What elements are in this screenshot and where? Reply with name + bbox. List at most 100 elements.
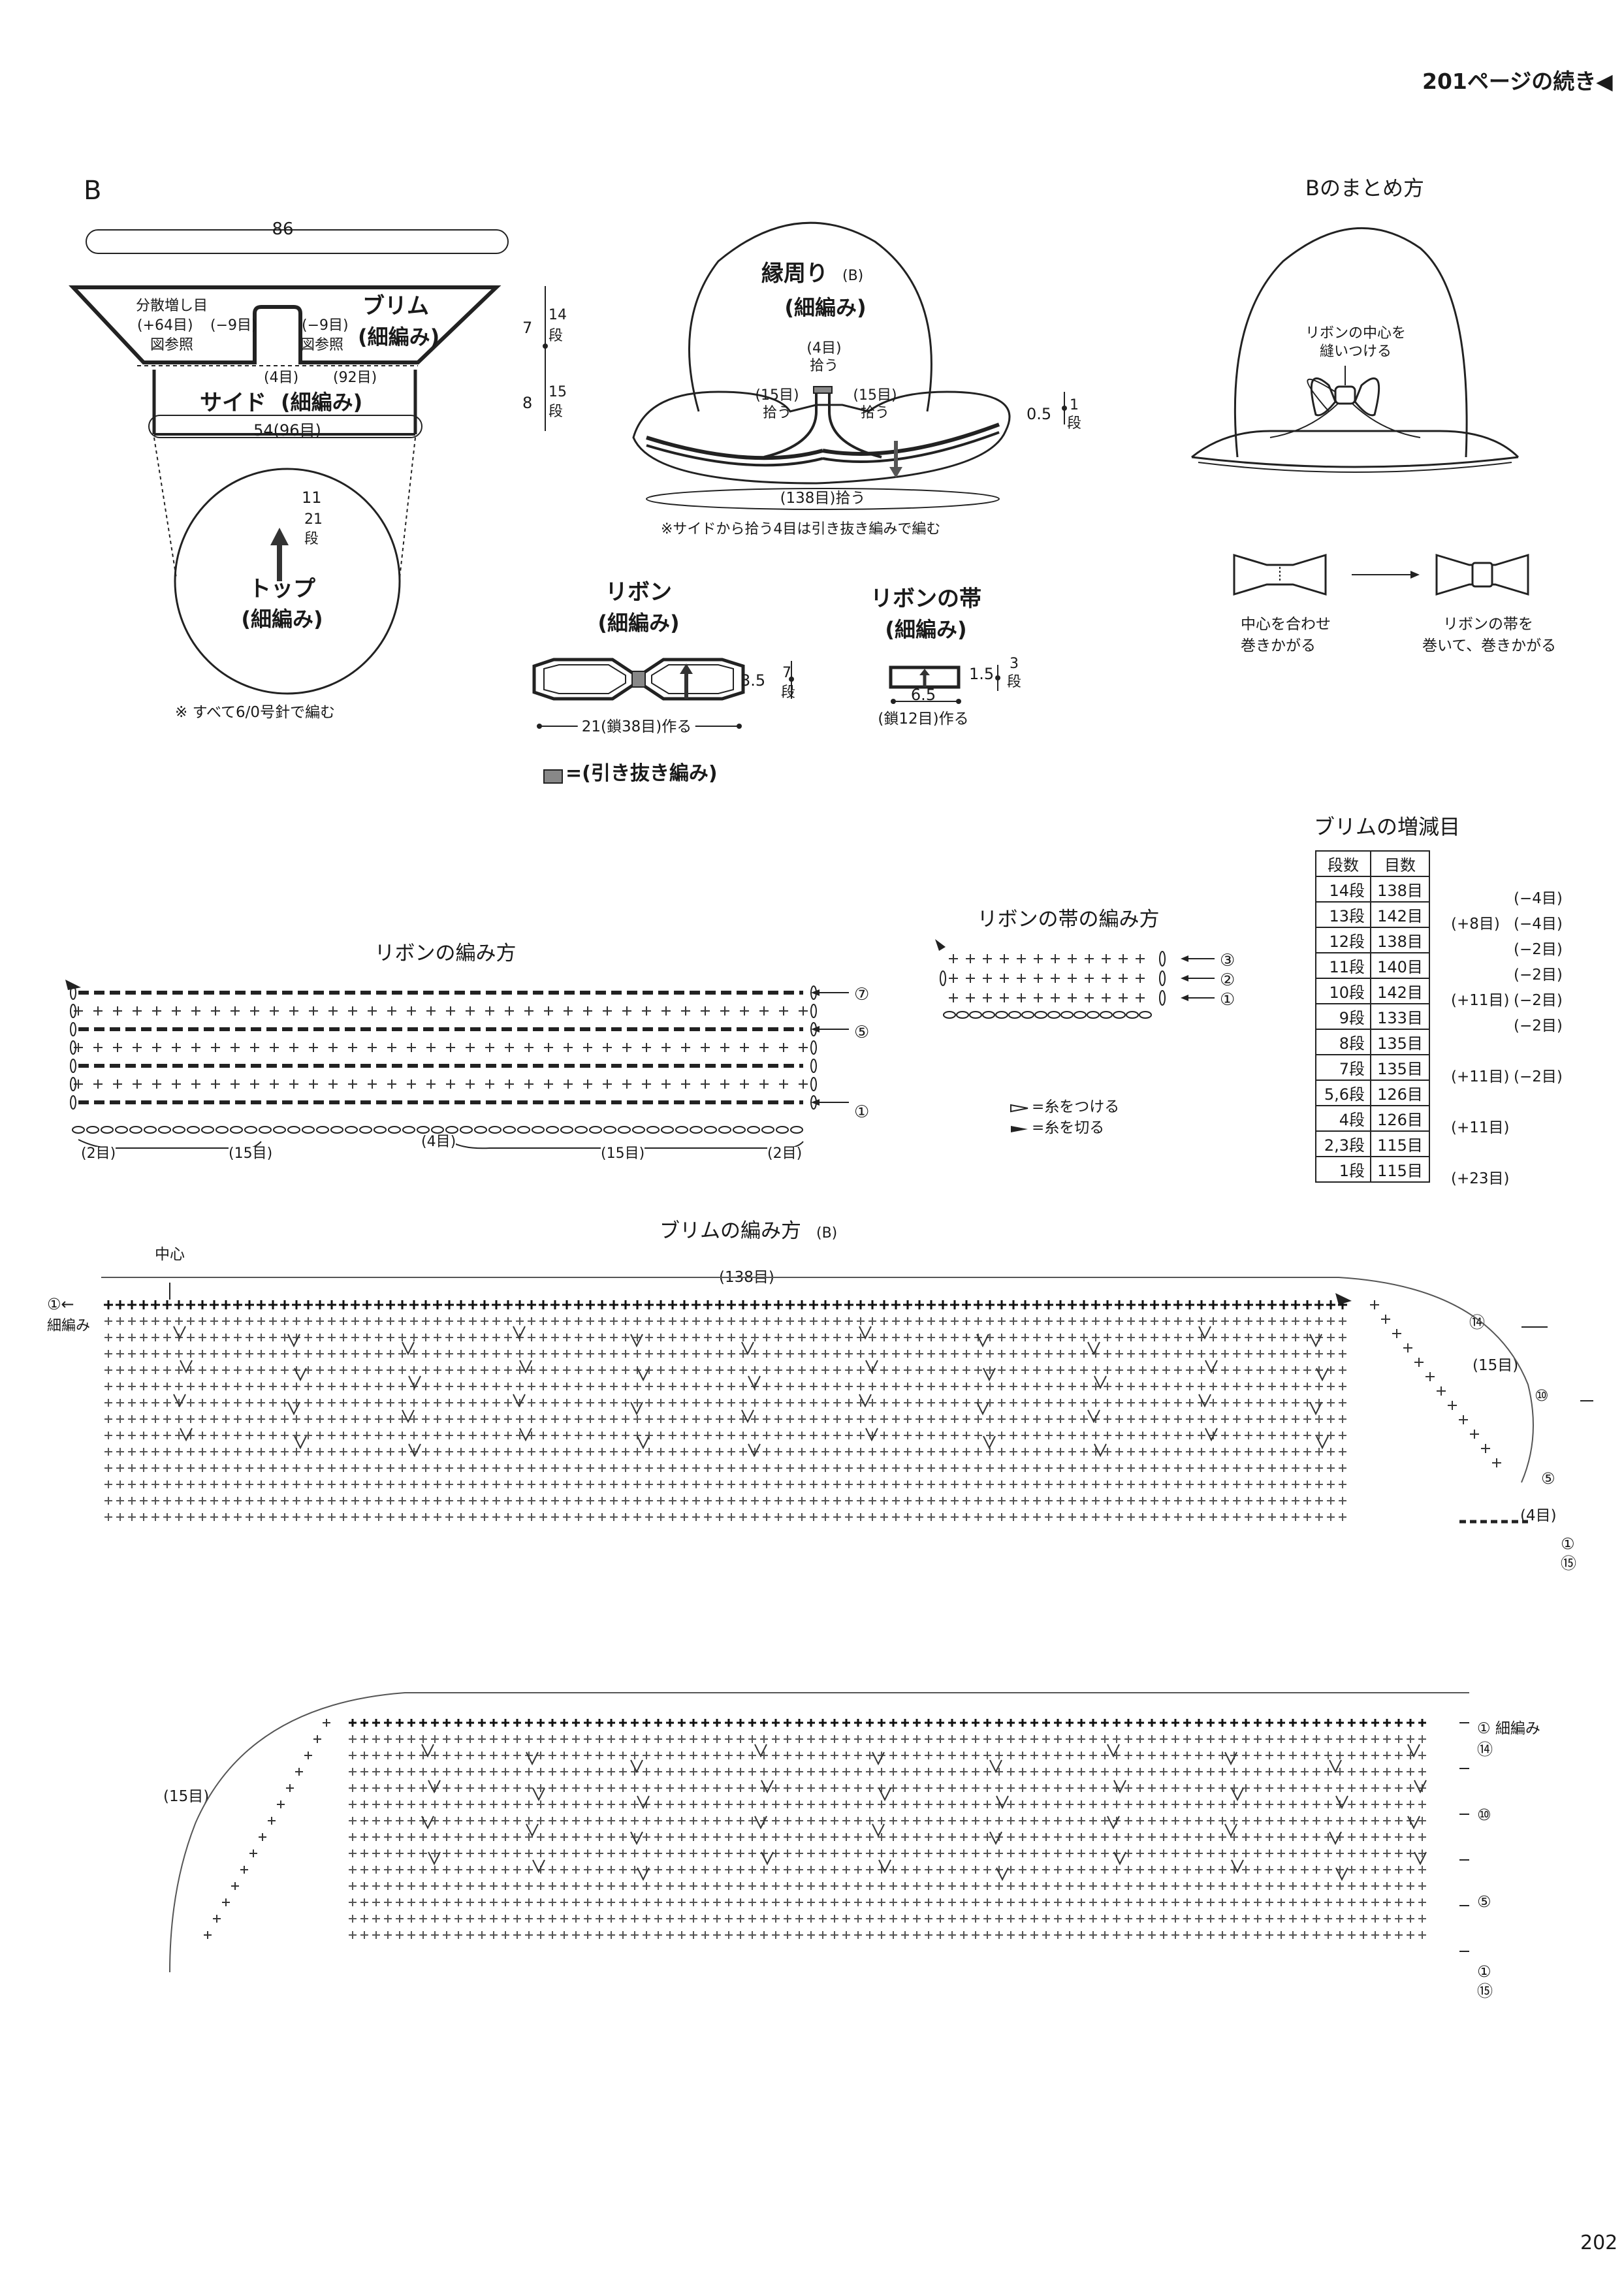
side-height: 8 [522, 394, 533, 412]
edging-stitch: (細編み) [784, 295, 867, 320]
edging-rows: 1 [1070, 397, 1079, 413]
chain-stitch [158, 1126, 171, 1134]
chain-stitch [1126, 1011, 1139, 1019]
decrease-symbol [1198, 1326, 1211, 1340]
brim-center-count: (4目) [264, 370, 299, 386]
hat-schematic [69, 229, 548, 695]
table-inc-10: (+11目) [1451, 992, 1510, 1009]
ribbon-row-label-5: ⑤ [854, 1023, 870, 1042]
ribbon-seg-3: (4目) [421, 1134, 456, 1150]
decrease-symbol [859, 1326, 872, 1340]
turning-chain [1159, 951, 1166, 967]
finishing-sew-note-1: リボンの中心を [1305, 325, 1407, 342]
edging-title: 縁周り [761, 261, 828, 287]
brim-row-label-15: ⑮ [1561, 1554, 1576, 1573]
decrease-symbol [173, 1326, 186, 1340]
band-row-label-2: ② [1220, 970, 1235, 990]
chain-stitch [982, 1011, 995, 1019]
band-width: 6.5 [910, 686, 936, 704]
ribbon-row-label-7: ⑦ [854, 985, 870, 1004]
band-height: 1.5 [969, 665, 995, 683]
brim-decrease-left: (−9目) [210, 317, 257, 334]
chain-stitch [273, 1126, 286, 1134]
side-rows: 15 [549, 384, 567, 400]
brim-chart-lower [169, 1692, 1469, 1973]
chain-stitch [776, 1126, 789, 1134]
chain-stitch [603, 1126, 616, 1134]
table-cell: 126目 [1370, 1080, 1430, 1106]
decrease-symbol [180, 1360, 193, 1374]
turning-chain [70, 1022, 76, 1036]
chain-stitch [589, 1126, 602, 1134]
decrease-symbol [1316, 1368, 1329, 1382]
decrease-symbol [748, 1443, 761, 1458]
chain-stitch [733, 1126, 746, 1134]
ribbon-rows-unit: 段 [781, 684, 796, 701]
chain-stitch [374, 1126, 387, 1134]
ribbon-width: 21(鎖38目)作る [577, 720, 696, 735]
table-header: 段数 [1315, 850, 1371, 877]
decrease-symbol [1309, 1401, 1322, 1416]
band-stitch: (細編み) [885, 617, 967, 642]
edging-note: ※サイドから拾う4目は引き抜き編みで編む [661, 521, 941, 537]
edging-diagram [632, 221, 1067, 510]
bow-steps [1233, 553, 1529, 596]
chain-stitch [761, 1126, 774, 1134]
decrease-symbol [402, 1409, 415, 1424]
table-cell: 140目 [1370, 952, 1430, 979]
decrease-symbol [1094, 1375, 1107, 1390]
turning-chain [1159, 990, 1166, 1006]
turning-chain [940, 970, 946, 986]
chain-stitch [1087, 1011, 1100, 1019]
chain-stitch [345, 1126, 358, 1134]
chart-outline [169, 1692, 1469, 1973]
finishing-sew-note-2: 縫いつける [1319, 344, 1392, 360]
decrease-symbol [748, 1375, 761, 1390]
chain-stitch [230, 1126, 243, 1134]
brim-lower-start: ① 細編み [1477, 1720, 1540, 1737]
ribbon-seg-2: (15目) [229, 1145, 273, 1162]
side-width: 54(96目) [253, 421, 321, 440]
row-arrow-head [811, 1099, 820, 1106]
brim-decrease-right-note: 図参照 [300, 337, 344, 353]
brim-chart-center: 中心 [155, 1246, 185, 1263]
decrease-symbol [1205, 1360, 1218, 1374]
decrease-symbol [976, 1334, 989, 1348]
row-arrow-head [811, 989, 820, 996]
finishing-diagram [1191, 227, 1520, 473]
edging-pick-left: (15目) [755, 387, 799, 404]
table-dec-13: (−4目) [1514, 916, 1563, 933]
decrease-symbol [630, 1401, 643, 1416]
cut-yarn-icon [1011, 1126, 1028, 1132]
brim-chart-corner-count: (4目) [1520, 1507, 1557, 1524]
table-dec-14: (−4目) [1514, 890, 1563, 907]
table-dec-9: (−2目) [1514, 1017, 1563, 1034]
chain-stitch [187, 1126, 200, 1134]
brim-chart-side-count: (15目) [1473, 1357, 1519, 1374]
chain-stitch [144, 1126, 157, 1134]
table-cell: 11段 [1315, 952, 1371, 979]
decrease-symbol [637, 1368, 650, 1382]
brim-increase-note-1: 分散増し目 [136, 298, 208, 314]
decrease-symbol [865, 1360, 878, 1374]
edging-pick-center-2: 拾う [809, 358, 839, 374]
brim-chart-start: ①← [47, 1295, 74, 1313]
brim-decrease-right: (−9目) [302, 317, 349, 334]
brim-table-title: ブリムの増減目 [1313, 814, 1461, 839]
ribbon-seg-1: (2目) [81, 1145, 116, 1162]
edging-pick-right: (15目) [853, 387, 897, 404]
top-title: トップ [249, 576, 315, 602]
band-legend-cut: =糸を切る [1032, 1119, 1105, 1136]
cut-yarn-marker [1335, 1293, 1352, 1305]
table-dec-11: (−2目) [1514, 967, 1563, 984]
decrease-symbol [294, 1368, 307, 1382]
table-cell: 115目 [1370, 1130, 1430, 1157]
finishing-step2-2: 巻いて、巻きかがる [1422, 637, 1557, 654]
row-arrow-head [1181, 955, 1188, 962]
decrease-symbol [513, 1326, 526, 1340]
finishing-step2-1: リボンの帯を [1443, 616, 1533, 633]
